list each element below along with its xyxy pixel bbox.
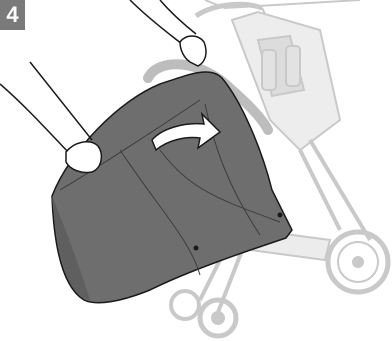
stroller-illustration (0, 0, 392, 341)
instruction-illustration: 4 (0, 0, 392, 341)
